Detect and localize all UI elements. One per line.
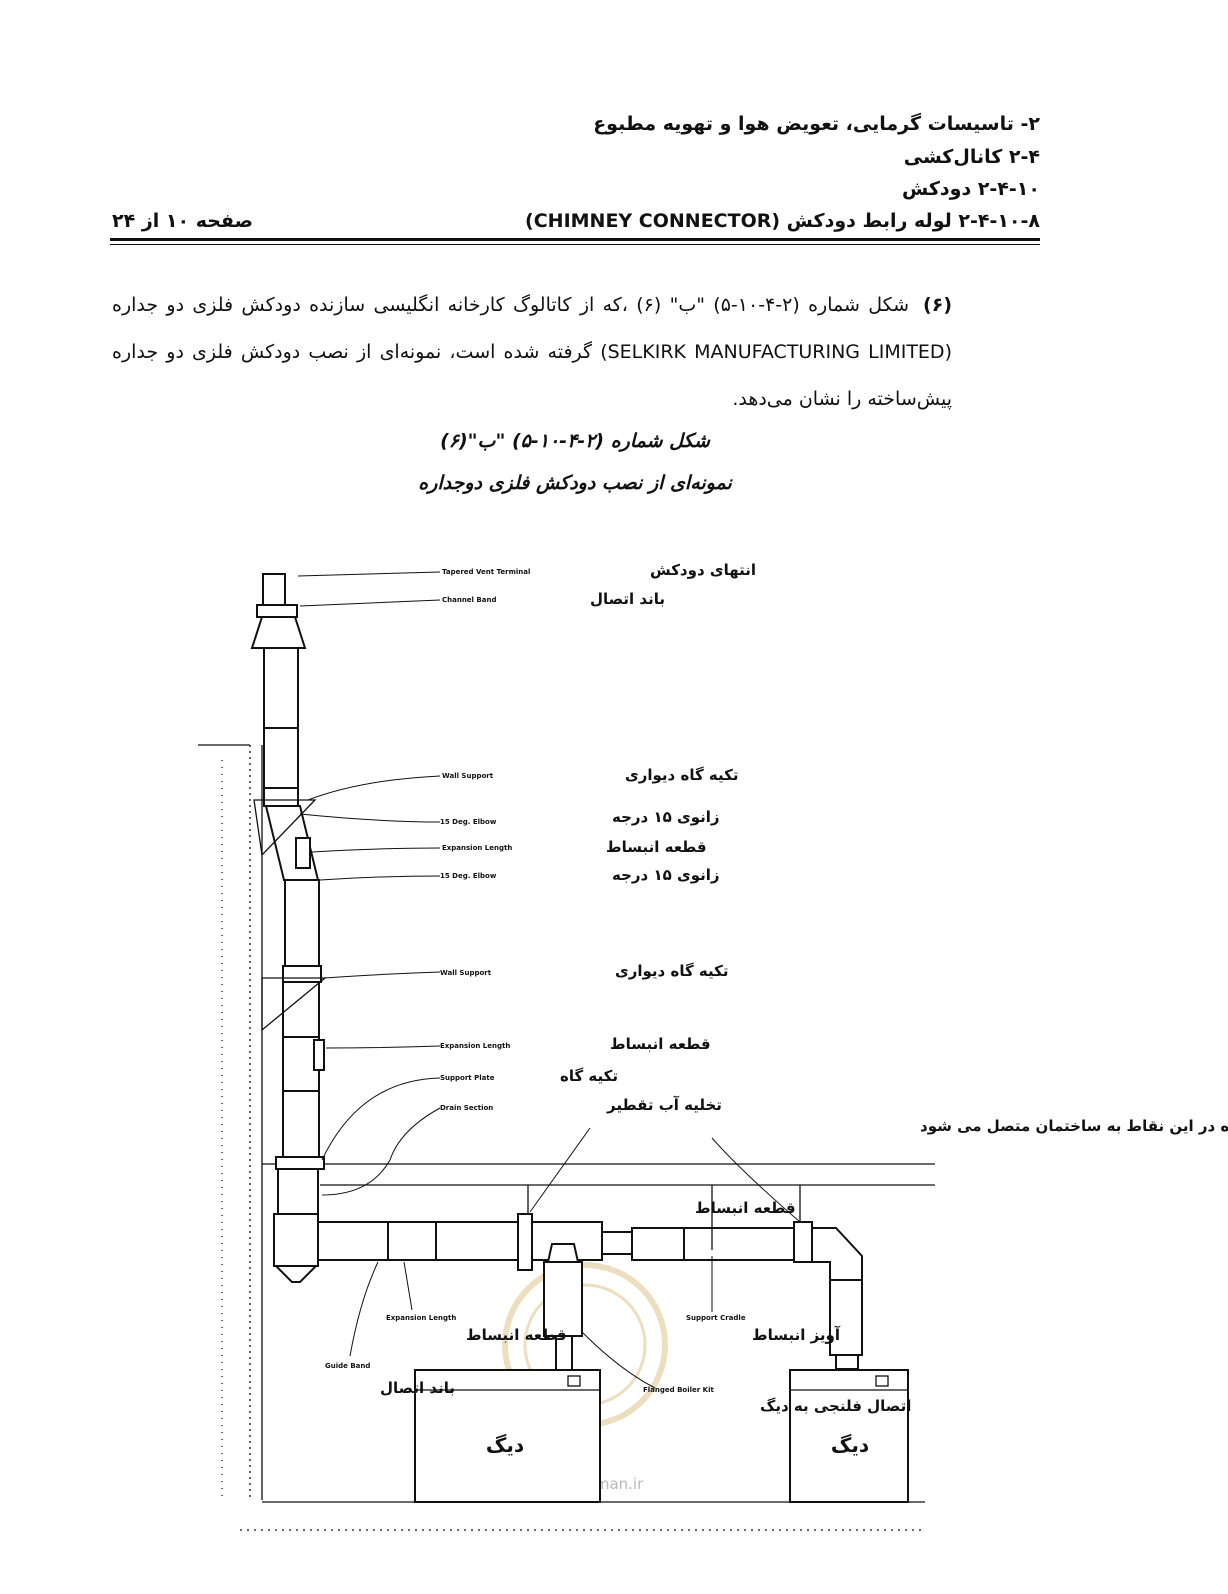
label-elbow-1-fa: زانوی ۱۵ درجه [612,808,720,826]
header-line-3: ۲-۴-۱۰ دودکش [901,178,1040,200]
label-wall-support-1-en: Wall Support [442,772,494,780]
label-elbow-2-fa: زانوی ۱۵ درجه [612,866,720,884]
label-expansion-2-en: Expansion Length [440,1042,510,1050]
label-support-plate-en: Support Plate [440,1074,495,1082]
figure-caption-subtitle: نمونه‌ای از نصب دودکش فلزی دوجداره [418,472,732,494]
label-drain-section-fa: تخلیه آب تقطیر [606,1096,722,1114]
boiler-1 [414,1369,601,1503]
label-wall-support-2-en: Wall Support [440,969,492,977]
label-expansion-2-fa: قطعه انبساط [610,1035,711,1053]
header-line-2: ۲-۴ کانال‌کشی [903,146,1040,168]
label-expansion-1-fa: قطعه انبساط [606,838,707,856]
label-flanged-boiler-en: Flanged Boiler Kit [643,1386,714,1394]
page-number: صفحه ۱۰ از ۲۴ [112,210,253,232]
label-support-cradle-en: Support Cradle [686,1314,746,1322]
leader-lines [297,571,801,1389]
label-guide-band-en: Guide Band [325,1362,370,1370]
floor-slab [240,1501,925,1531]
hangers [527,1185,801,1250]
label-channel-band-en: Channel Band [442,596,496,604]
building-wall [198,744,263,1500]
label-drain-section-en: Drain Section [440,1104,493,1112]
label-terminal-fa: انتهای دودکش [650,561,756,579]
label-wall-support-1-fa: تکیه گاه دیواری [625,766,739,784]
label-support-plate-fa: تکیه گاه [560,1067,618,1085]
boiler-tee [543,1243,583,1371]
body-paragraph: (۶)شکل شماره (۲-۴-۱۰-۵) "ب" (۶) ،که از ک… [112,282,952,423]
label-support-cradle-fa: آویز انبساط [752,1326,841,1344]
header-rule-thick [110,238,1040,241]
label-expansion-1-en: Expansion Length [442,844,512,852]
header-rule-thin [110,244,1040,245]
label-flanged-boiler-fa: اتصال فلنجی به دیگ [760,1397,911,1415]
label-expansion-horizontal: قطعه انبساط [695,1199,796,1217]
wall-support-brackets [253,799,327,1032]
paragraph-text: شکل شماره (۲-۴-۱۰-۵) "ب" (۶) ،که از کاتا… [112,294,952,410]
label-wall-support-2-fa: تکیه گاه دیواری [615,962,729,980]
paragraph-number: (۶) [923,294,952,316]
label-boiler-1: دیگ [486,1433,524,1457]
label-elbow-1-en: 15 Deg. Elbow [440,818,497,826]
figure-caption-title: شکل شماره (۲-۴-۱۰-۵) "ب"(۶) [440,430,710,452]
vertical-flue [250,573,325,1283]
label-structure-note: تکیه گاه در این نقاط به ساختمان متصل می … [920,1117,1228,1135]
header-line-1: ۲- تاسیسات گرمایی، تعویض هوا و تهویه مطب… [593,113,1040,135]
label-channel-band-fa: باند اتصال [590,590,665,608]
horizontal-flue [317,1213,863,1370]
label-expansion-3-en: Expansion Length [386,1314,456,1322]
label-terminal-en: Tapered Vent Terminal [442,568,530,576]
label-guide-band-fa: باند اتصال [380,1379,455,1397]
label-boiler-2: دیگ [831,1433,869,1457]
header-line-4: ۲-۴-۱۰-۸ لوله رابط دودکش (CHIMNEY CONNEC… [525,210,1040,232]
boiler-2 [789,1369,909,1503]
label-expansion-3-fa: قطعه انبساط [466,1326,567,1344]
ceiling-slab [262,1163,935,1186]
label-elbow-2-en: 15 Deg. Elbow [440,872,497,880]
